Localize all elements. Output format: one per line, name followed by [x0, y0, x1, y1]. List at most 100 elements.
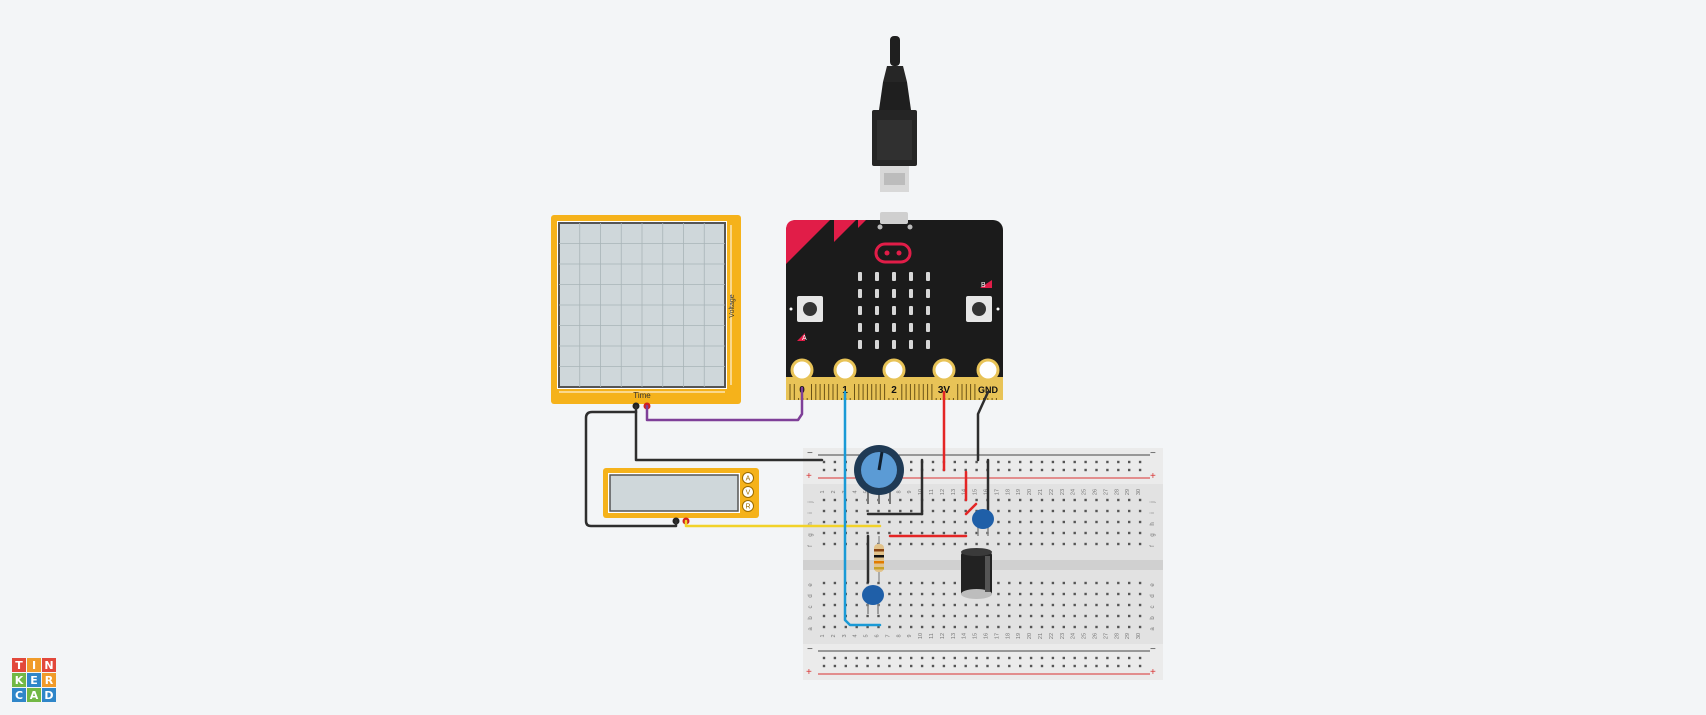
- row-label: g: [808, 533, 814, 536]
- oscilloscope-y-label: Voltage: [729, 294, 736, 317]
- pin-2[interactable]: 2: [882, 358, 906, 398]
- row-label: b: [808, 616, 814, 620]
- column-number: 11: [929, 489, 935, 495]
- led: [926, 289, 930, 298]
- microbit-logo-icon: [874, 242, 912, 264]
- pin-gnd[interactable]: GND: [976, 358, 1000, 398]
- row-label: c: [808, 606, 814, 609]
- potentiometer[interactable]: [854, 445, 904, 504]
- wire-black-meter-ground[interactable]: [584, 410, 678, 528]
- column-number: 26: [1093, 489, 1099, 495]
- led: [858, 289, 862, 298]
- rail-plus-label-right: +: [1150, 471, 1156, 482]
- column-number: 30: [1136, 489, 1142, 495]
- column-number: 19: [1016, 633, 1022, 639]
- column-number: 26: [1093, 633, 1099, 639]
- column-number: 29: [1125, 489, 1131, 495]
- led: [892, 289, 896, 298]
- rail-plus-label: +: [806, 471, 812, 482]
- logo-letter: D: [44, 689, 53, 702]
- column-number: 5: [864, 634, 870, 637]
- column-number: 12: [940, 489, 946, 495]
- logo-letter: A: [30, 689, 39, 702]
- logo-letter: N: [44, 659, 53, 672]
- logo-letter: E: [30, 674, 38, 687]
- led: [892, 272, 896, 281]
- button-a[interactable]: [797, 296, 823, 322]
- column-number: 29: [1125, 633, 1131, 639]
- led: [858, 272, 862, 281]
- led: [875, 289, 879, 298]
- led-matrix: [858, 272, 930, 349]
- svg-text:A: A: [746, 476, 751, 483]
- led: [858, 323, 862, 332]
- wire-purple-scope-probe[interactable]: [645, 386, 804, 422]
- oscilloscope[interactable]: Time Voltage: [551, 215, 741, 410]
- led: [909, 306, 913, 315]
- column-number: 15: [973, 489, 979, 495]
- column-number: 23: [1060, 489, 1066, 495]
- multimeter-mode-r[interactable]: R: [742, 500, 754, 512]
- multimeter-mode-v[interactable]: V: [742, 486, 754, 498]
- wire-yellow-meter-probe[interactable]: [684, 519, 882, 528]
- column-number: 27: [1103, 489, 1109, 495]
- usb-cable[interactable]: [872, 36, 917, 192]
- pin-3v[interactable]: 3V: [932, 358, 956, 398]
- row-label: j: [1150, 501, 1156, 503]
- multimeter-mode-a[interactable]: A: [742, 472, 754, 484]
- led: [909, 289, 913, 298]
- logo-letter: I: [32, 659, 36, 672]
- rail-minus-label-bottom: −: [807, 644, 813, 655]
- column-number: 22: [1049, 633, 1055, 639]
- column-number: 9: [907, 634, 913, 637]
- column-number: 4: [853, 634, 859, 637]
- column-number: 1: [820, 490, 826, 493]
- column-number: 7: [885, 634, 891, 637]
- svg-text:R: R: [745, 504, 750, 511]
- ceramic-capacitor-left[interactable]: [862, 585, 884, 614]
- row-label: e: [808, 583, 814, 587]
- oscilloscope-x-label: Time: [633, 391, 651, 400]
- pin-1[interactable]: 1: [833, 358, 857, 398]
- column-number: 10: [918, 633, 924, 639]
- wire-black-gnd[interactable]: [976, 390, 990, 462]
- column-number: 25: [1082, 633, 1088, 639]
- column-number: 6: [875, 634, 881, 637]
- column-number: 23: [1060, 633, 1066, 639]
- electrolytic-capacitor[interactable]: [961, 548, 992, 599]
- button-b[interactable]: [966, 296, 992, 322]
- rail-plus-label-bottom: +: [806, 667, 812, 678]
- column-number: 20: [1027, 489, 1033, 495]
- ceramic-capacitor-right[interactable]: [972, 509, 994, 536]
- column-number: 30: [1136, 633, 1142, 639]
- led: [892, 340, 896, 349]
- column-number: 11: [929, 633, 935, 639]
- multimeter[interactable]: AVR: [603, 468, 759, 525]
- row-label: a: [1150, 627, 1156, 631]
- wire-red-jumper-3[interactable]: [964, 502, 978, 516]
- pin-label: 1: [842, 385, 848, 396]
- led: [909, 323, 913, 332]
- column-number: 18: [1005, 633, 1011, 639]
- led: [926, 340, 930, 349]
- pin-label: 2: [891, 385, 897, 396]
- column-number: 24: [1071, 633, 1077, 639]
- button-b-label: B: [981, 282, 986, 289]
- rail-minus-label-bottom-right: −: [1150, 644, 1156, 655]
- led: [875, 306, 879, 315]
- wire-black-scope-ground[interactable]: [634, 404, 824, 462]
- row-label: b: [1150, 616, 1156, 620]
- column-number: 13: [951, 489, 957, 495]
- column-number: 1: [820, 634, 826, 637]
- multimeter-display: [609, 474, 739, 512]
- row-label: c: [1150, 606, 1156, 609]
- resistor[interactable]: [874, 536, 884, 582]
- column-number: 17: [994, 633, 1000, 639]
- row-label: a: [808, 627, 814, 631]
- row-label: d: [1150, 594, 1156, 597]
- column-number: 2: [831, 634, 837, 637]
- led: [909, 340, 913, 349]
- wire-blue-pin1[interactable]: [843, 390, 882, 627]
